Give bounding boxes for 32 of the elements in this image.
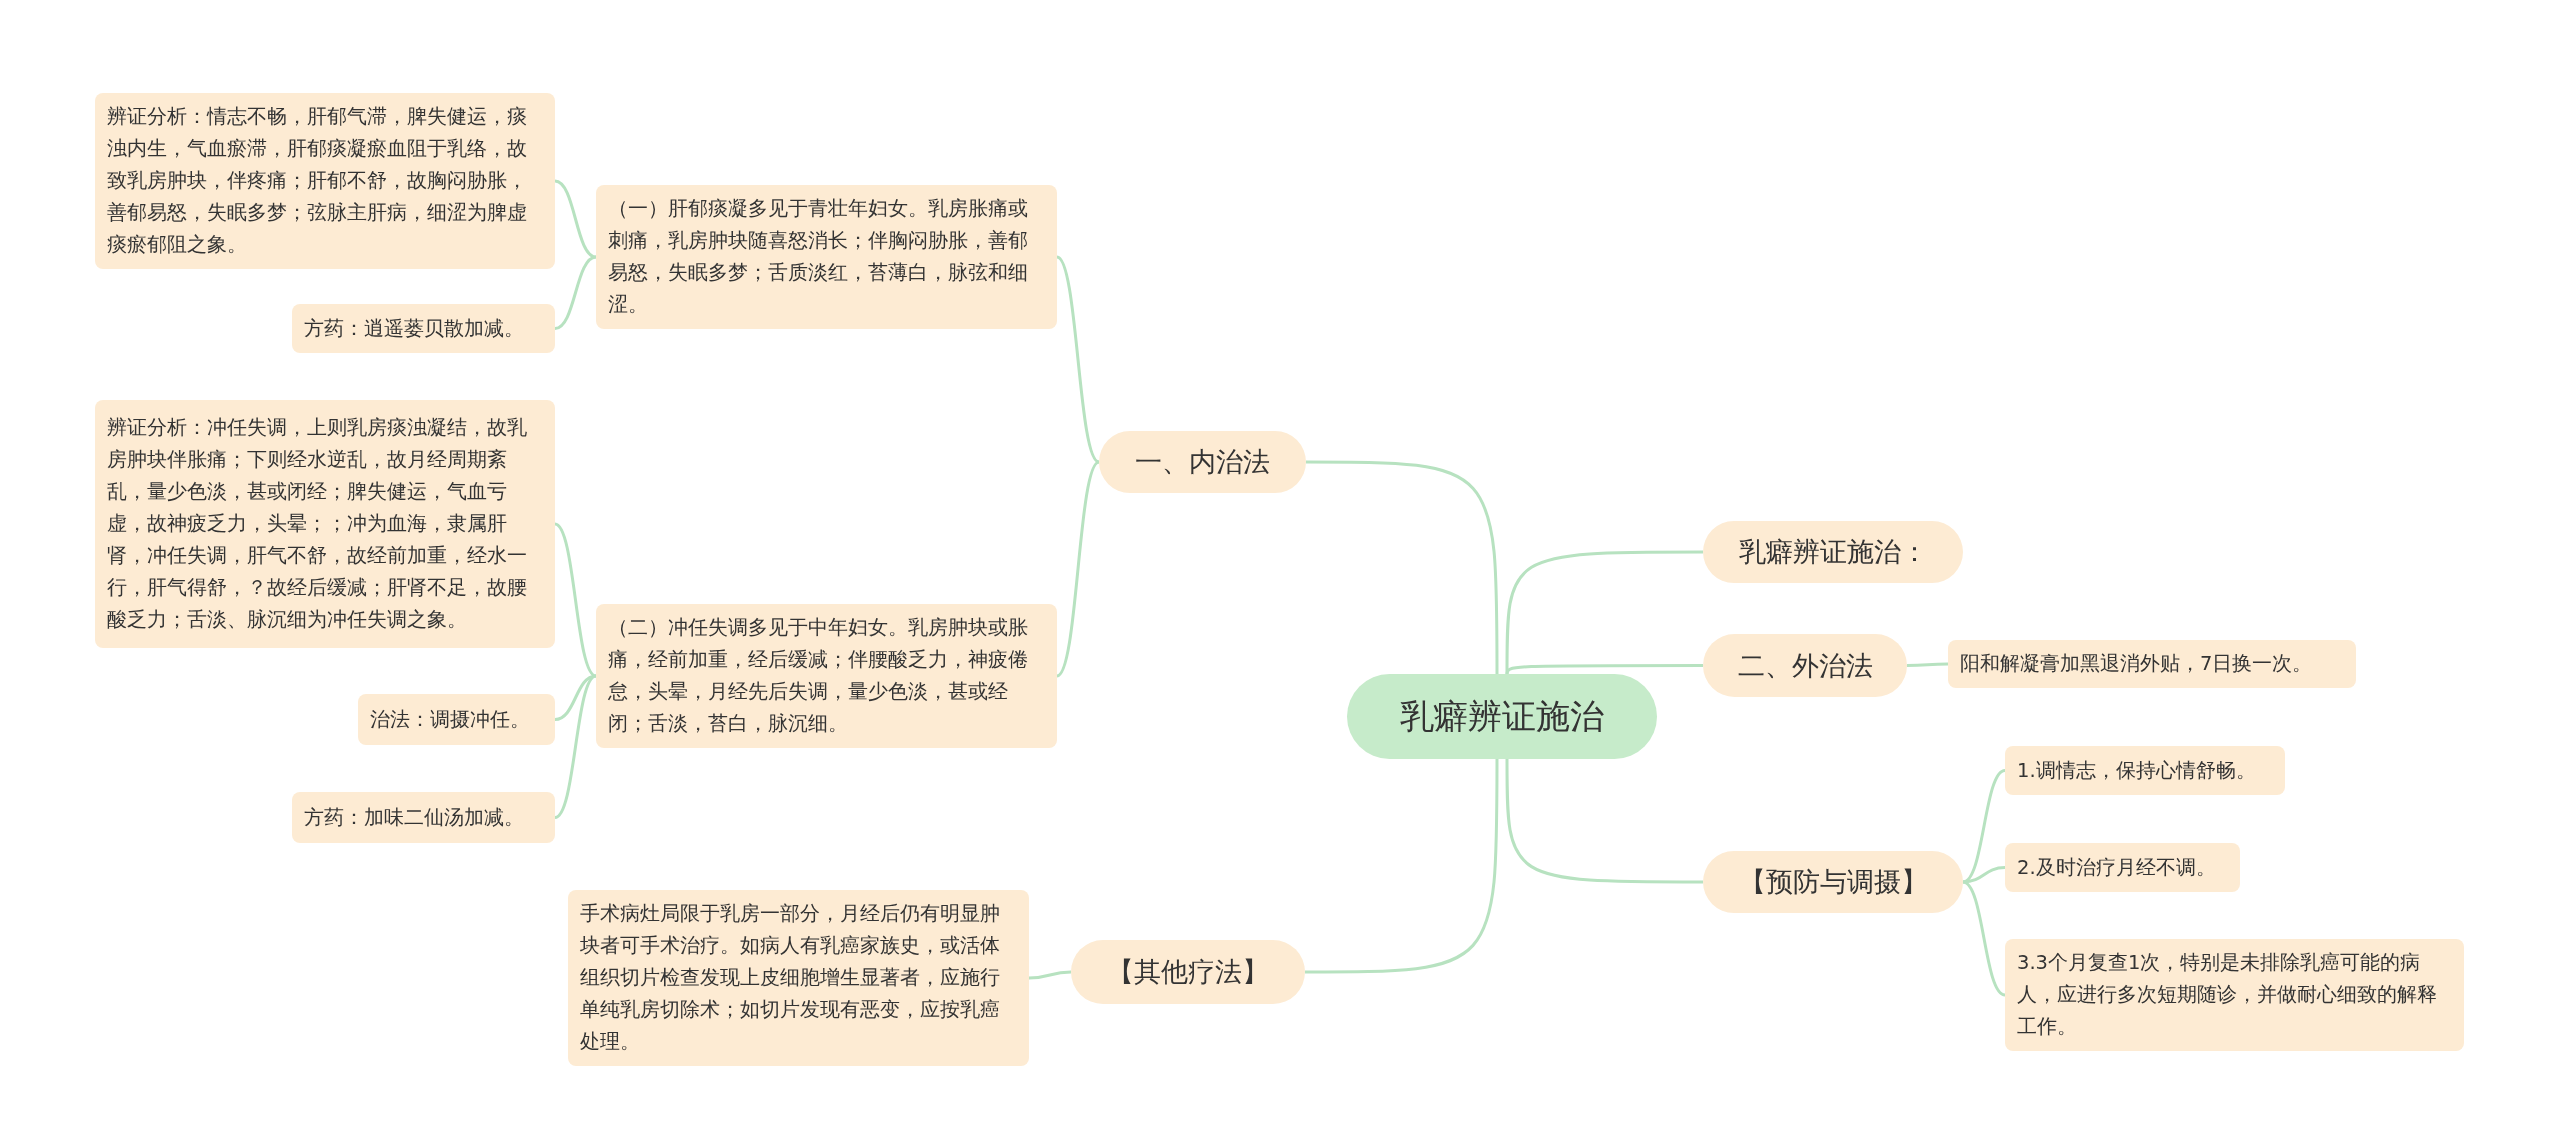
text-box: 方药：加味二仙汤加减。 [292,792,555,843]
text-box: 辨证分析：冲任失调，上则乳房痰浊凝结，故乳房肿块伴胀痛；下则经水逆乱，故月经周期紊乱，量少色淡，甚或闭经；脾失健运，气血亏虚，故神疲乏力，头晕；；冲为血海，隶属肝肾，冲任失调，肝气不舒，故经前加重，经水一行，肝气得舒，？故经后缓减；肝肾不足，故腰酸乏力；舌淡、脉沉细为冲任失调之象。 [95,400,555,648]
connector-line [1505,664,1703,675]
text-box: 1.调情志，保持心情舒畅。 [2005,746,2285,795]
text-box: 辨证分析：情志不畅，肝郁气滞，脾失健运，痰浊内生，气血瘀滞，肝郁痰凝瘀血阻于乳络，故致乳房肿块，伴疼痛；肝郁不舒，故胸闷胁胀，善郁易怒，失眠多梦；弦脉主肝病，细涩为脾虚痰瘀郁阻之象。 [95,93,555,269]
text-box: 手术病灶局限于乳房一部分，月经后仍有明显肿块者可手术治疗。如病人有乳癌家族史，或活体组织切片检查发现上皮细胞增生显著者，应施行单纯乳房切除术；如切片发现有恶变，应按乳癌处理。 [568,890,1029,1066]
text-box: 治法：调摄冲任。 [358,694,555,745]
connector-line [554,674,597,819]
connector-line [1305,759,1499,974]
topic-box: 【预防与调摄】 [1703,851,1963,913]
text-box: 2.及时治疗月经不调。 [2005,843,2240,892]
connector-line [1028,970,1072,980]
connector-line [1962,866,2006,884]
topic-box: 【其他疗法】 [1071,940,1305,1004]
connector-line [1962,880,2006,997]
topic-box: 二、外治法 [1703,634,1907,697]
connector-line [1505,759,1703,884]
text-box: 方药：逍遥蒌贝散加减。 [292,304,555,353]
topic-box: 一、内治法 [1099,431,1306,493]
text-box: 阳和解凝膏加黑退消外贴，7日换一次。 [1948,640,2356,688]
connector-line [554,255,597,330]
connector-line [1306,460,1499,674]
connector-line [1056,460,1100,678]
connector-line [554,522,597,678]
text-box: （一）肝郁痰凝多见于青壮年妇女。乳房胀痛或刺痛，乳房肿块随喜怒消长；伴胸闷胁胀，善郁易怒，失眠多梦；舌质淡红，苔薄白，脉弦和细涩。 [596,185,1057,329]
text-box: （二）冲任失调多见于中年妇女。乳房肿块或胀痛，经前加重，经后缓减；伴腰酸乏力，神疲倦怠，头晕，月经先后失调，量少色淡，甚或经闭；舌淡，苔白，脉沉细。 [596,604,1057,748]
connector-line [1056,255,1100,464]
connector-line [1907,662,1948,667]
text-box: 3.3个月复查1次，特别是未排除乳癌可能的病人，应进行多次短期随诊，并做耐心细致的解释工作。 [2005,939,2464,1051]
center-topic: 乳癖辨证施治 [1347,674,1657,759]
topic-box: 乳癖辨证施治： [1703,521,1963,583]
connector-line [554,179,597,259]
